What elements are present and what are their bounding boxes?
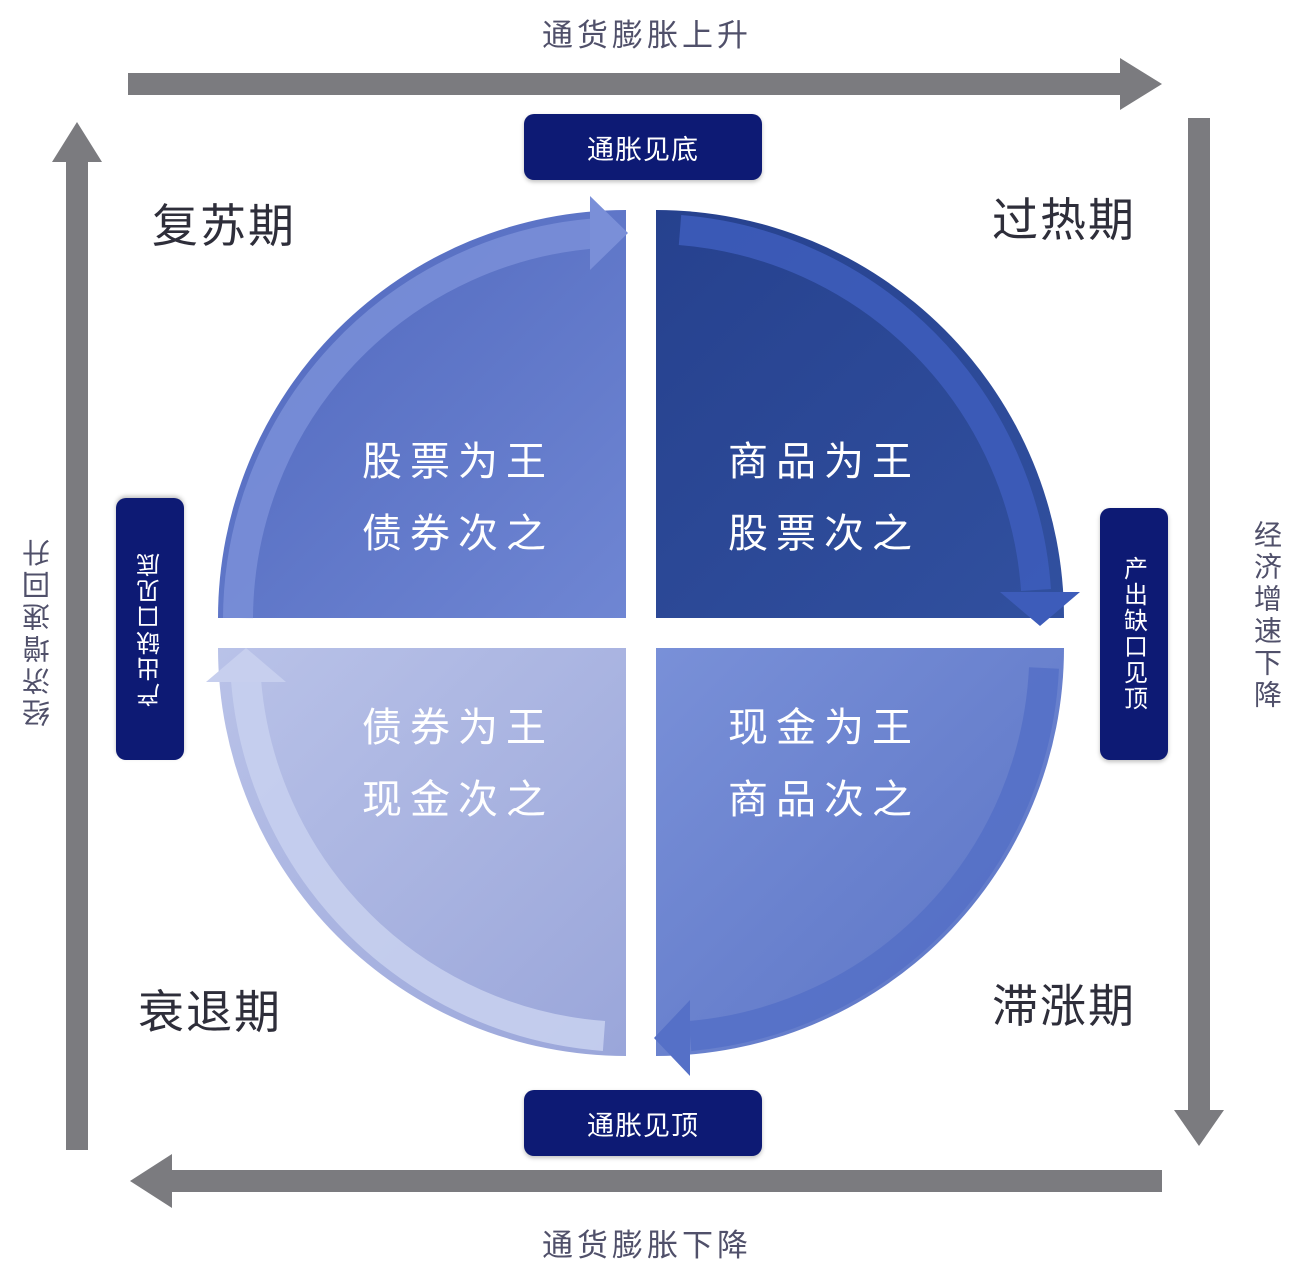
phase-recession: 衰退期	[138, 985, 282, 1039]
phase-stagflation: 滞涨期	[992, 979, 1136, 1033]
quadrant-text-recession: 债券为王 现金次之	[308, 692, 608, 836]
recovery-line-1: 股票为王	[362, 439, 554, 485]
recession-line-2: 现金次之	[362, 777, 554, 823]
cycle-arrow-recession	[206, 648, 606, 1051]
quadrant-text-stagflation: 现金为王 商品次之	[674, 692, 974, 836]
axis-label-growth-rising: 经济增速回升	[21, 535, 54, 727]
quadrant-recession	[218, 648, 626, 1056]
phase-overheat: 过热期	[992, 193, 1136, 247]
axis-label-inflation-rising: 通货膨胀上升	[542, 18, 752, 54]
quadrant-stagflation	[656, 648, 1064, 1056]
axis-arrow-left	[52, 122, 102, 1150]
recovery-line-2: 债券次之	[362, 511, 554, 557]
axis-arrow-top	[128, 58, 1162, 110]
label-box-output-gap-peak: 产出缺口见顶	[1100, 508, 1168, 760]
axis-label-inflation-falling: 通货膨胀下降	[542, 1228, 752, 1264]
quadrant-text-overheat: 商品为王 股票次之	[674, 426, 974, 570]
recession-line-1: 债券为王	[362, 705, 554, 751]
cycle-arrow-stagflation	[654, 667, 1059, 1076]
cycle-arrow-overheat	[678, 215, 1080, 626]
quadrant-text-recovery: 股票为王 债券次之	[308, 426, 608, 570]
overheat-line-2: 股票次之	[728, 511, 920, 557]
label-box-output-gap-bottom: 产出缺口见底	[116, 498, 184, 760]
label-box-inflation-bottom: 通胀见底	[524, 114, 762, 180]
cycle-arrow-recovery	[223, 196, 628, 619]
label-box-inflation-peak: 通胀见顶	[524, 1090, 762, 1156]
axis-arrow-right	[1174, 118, 1224, 1146]
axis-arrow-bottom	[130, 1154, 1162, 1208]
stagflation-line-1: 现金为王	[728, 705, 920, 751]
stagflation-line-2: 商品次之	[728, 777, 920, 823]
overheat-line-1: 商品为王	[728, 439, 920, 485]
axis-label-growth-falling: 经济增速下降	[1250, 520, 1283, 712]
quadrant-recovery	[218, 210, 626, 618]
phase-recovery: 复苏期	[152, 199, 296, 253]
quadrant-overheat	[656, 210, 1064, 618]
